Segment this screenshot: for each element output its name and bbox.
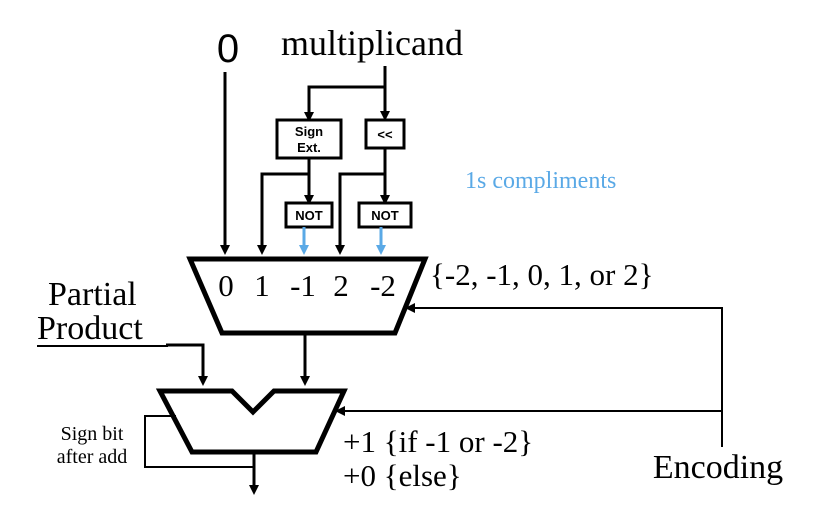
input-1-wire	[257, 172, 309, 255]
sign-ext-label-line1: Sign	[295, 124, 323, 139]
mux-input-label: 1	[254, 268, 270, 303]
encoding-values-label: {-2, -1, 0, 1, or 2}	[430, 257, 653, 292]
sign-bit-label-line1: Sign bit	[61, 423, 124, 445]
carry-else-label: +0 {else}	[343, 458, 462, 493]
mux-input-label: 0	[218, 268, 234, 303]
sign-bit-label-line2: after add	[57, 446, 128, 468]
adder-block	[155, 388, 348, 455]
multiplicand-label: multiplicand	[281, 23, 463, 63]
encoding-wire	[405, 303, 723, 447]
shift-left-label: <<	[377, 127, 393, 142]
not-right-label: NOT	[371, 208, 399, 223]
sign-ext-label-line2: Ext.	[297, 140, 321, 155]
mux-input-label: 2	[333, 268, 349, 303]
shift-left-block	[364, 118, 406, 150]
not-block-left	[284, 201, 334, 229]
input-2-wire	[335, 172, 385, 255]
mux-input-label: -2	[370, 268, 396, 303]
multiplicand-split-wire	[307, 85, 390, 121]
encoding-label: Encoding	[653, 449, 783, 486]
partial-product-wire	[166, 343, 208, 386]
ones-complement-label: 1s compliments	[465, 168, 616, 194]
not-left-label: NOT	[295, 208, 323, 223]
sign-bit-feedback-wire	[144, 415, 254, 468]
mux-input-label: -1	[290, 268, 316, 303]
sign-ext-block	[275, 118, 343, 160]
not-block-right	[357, 201, 413, 229]
zero-input-label: 0	[217, 27, 239, 71]
carry-if-label: +1 {if -1 or -2}	[343, 424, 533, 459]
partial-product-label-line1: Partial	[48, 276, 137, 313]
mux-trapezoid	[186, 256, 429, 336]
partial-product-label-line2: Product	[37, 310, 143, 347]
